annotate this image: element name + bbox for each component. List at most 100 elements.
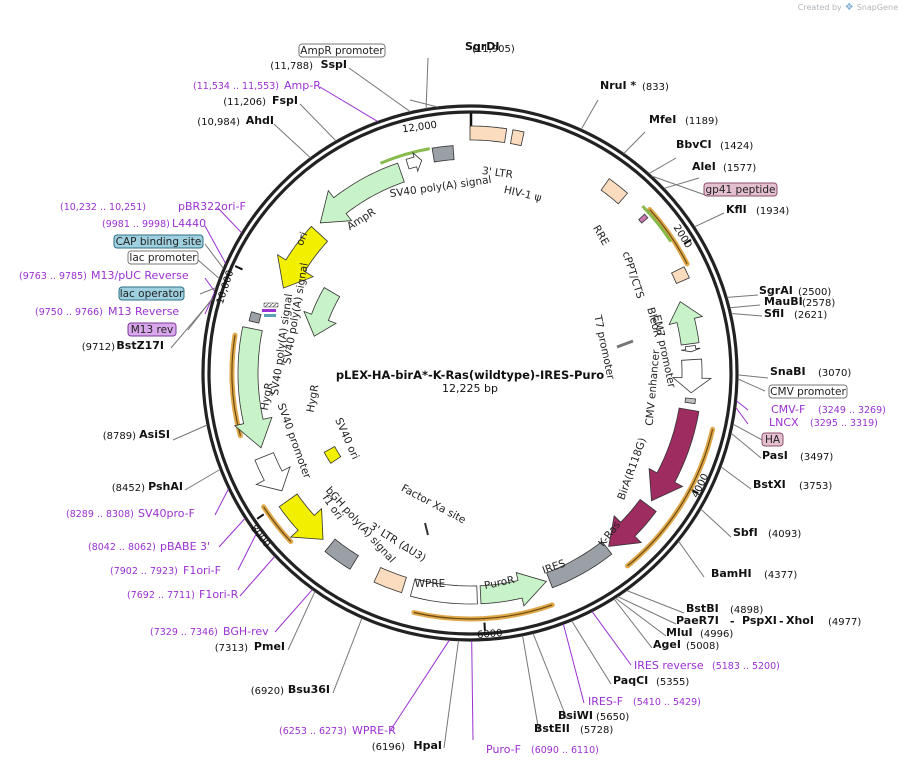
enzyme-leader-line (694, 212, 725, 228)
primer-sv40prof-label: SV40pro-F (138, 507, 195, 520)
t7-promoter-mark (616, 339, 634, 349)
enzyme-mfei-label: MfeI (649, 113, 676, 126)
enzyme-nrui-position: (833) (642, 82, 669, 93)
enzyme-paqci-position: (5355) (656, 677, 689, 688)
primer-cmvf-label: CMV-F (771, 403, 805, 416)
enzyme-sfii-label: SfiI (764, 307, 784, 320)
cmv-promoter-box (684, 397, 696, 405)
bira-arrow (648, 407, 700, 502)
feature-hiv1-label: HIV-1 ψ (503, 184, 543, 204)
primer-bghrev-label: BGH-rev (223, 625, 269, 638)
orange-region-core (627, 429, 714, 567)
bleor-arrow (668, 301, 704, 346)
cppt-box (670, 266, 690, 285)
boxed-gp41peptide-box (703, 182, 778, 197)
enzyme-mlui-label: MluI (666, 626, 693, 639)
cmv-enhancer-arrow (671, 358, 713, 394)
feature-leader-line (409, 99, 438, 108)
primer-wprer-label: WPRE-R (352, 724, 396, 737)
feature-3ltr-label: 3' LTR (481, 165, 513, 181)
tick-mark (234, 265, 243, 271)
snapgene-brand: Created by ❖ SnapGene (798, 2, 898, 13)
enzyme-bstz17i-position: (9712) (82, 342, 115, 353)
enzyme-pshai-position: (8452) (112, 483, 145, 494)
enzyme-maubi-label: MauBI (764, 295, 803, 308)
primer-leader-line (204, 292, 215, 315)
enzyme-snabi-position: (3070) (818, 368, 851, 379)
gp41-box (638, 213, 649, 224)
plasmid-name: pLEX-HA-birA*-K-Ras(wildtype)-IRES-Puro (336, 368, 604, 382)
enzyme-nrui-label: NruI * (600, 79, 636, 92)
factor-xa-mark (424, 522, 429, 536)
enzyme-sgrai-position: (2500) (798, 287, 831, 298)
primer-purof-label: Puro-F (486, 743, 521, 756)
separator-label: - (730, 615, 735, 628)
em7-arrow (681, 345, 701, 353)
enzyme-xhoi-label: XhoI (786, 614, 814, 627)
separator-label: - (779, 615, 784, 628)
ampr-promoter-arrow (405, 151, 423, 173)
primer-ampr-label: Amp-R (284, 79, 321, 92)
boxed-capbindingsite-box (113, 234, 204, 249)
enzyme-fspi-position: (11,206) (223, 97, 266, 108)
feature-hygr-label: HygR (259, 382, 276, 412)
sv40-promoter-arrow (254, 452, 291, 492)
primer-leader-line (217, 207, 242, 234)
enzyme-sgrdi-label: SgrDI (465, 40, 499, 53)
primer-m13pucreverse-position: (9763 .. 9785) (19, 271, 87, 282)
enzyme-leader-line (720, 466, 752, 490)
ltr-box (469, 125, 508, 144)
enzyme-pasi-label: PasI (762, 449, 788, 462)
feature-leader-line (737, 378, 766, 392)
boxed-lacoperator-box (118, 286, 185, 301)
primer-leader-line (218, 518, 246, 548)
primer-lncx-position: (3295 .. 3319) (810, 418, 878, 429)
enzyme-leader-line (615, 597, 667, 637)
enzyme-pshai-label: PshAI (148, 480, 183, 493)
feature-arrows (233, 125, 713, 607)
enzyme-leader-line (425, 57, 429, 109)
enzyme-leader-line (648, 157, 677, 175)
primer-leader-line (239, 556, 276, 597)
enzyme-leader-line (731, 313, 763, 317)
plasmid-size: 12,225 bp (442, 382, 498, 395)
feature-leader-line (187, 297, 214, 331)
primer-leader-line (237, 534, 257, 571)
enzyme-snabi-label: SnaBI (770, 365, 806, 378)
kras-arrow (608, 498, 657, 547)
enzyme-sfii-position: (2621) (794, 310, 827, 321)
primer-l4440-position: (9981 .. 9998) (102, 219, 170, 230)
enzyme-bsiwi-label: BsiWI (558, 709, 593, 722)
enzyme-bsu36i-position: (6920) (251, 686, 284, 697)
enzyme-fspi-label: FspI (272, 94, 298, 107)
boxed-m13rev-label: M13 rev (131, 324, 174, 336)
enzyme-bstbi-label: BstBI (686, 602, 719, 615)
primer-leader-line (319, 86, 378, 122)
enzyme-leader-line (617, 596, 677, 625)
primer-leader-line (735, 407, 749, 425)
enzyme-leader-line (730, 432, 762, 459)
enzyme-bstxi-position: (3753) (799, 481, 832, 492)
enzyme-alei-label: AleI (692, 160, 716, 173)
primer-lncx-label: LNCX (769, 416, 799, 429)
enzyme-leader-line (348, 67, 411, 113)
primer-purof-position: (6090 .. 6110) (531, 745, 599, 756)
sv40-ori-box (323, 445, 342, 464)
enzyme-leader-line (623, 131, 646, 154)
orange-region-core (413, 604, 553, 620)
enzyme-agei-position: (5008) (686, 641, 719, 652)
hygr-inner-arrow (303, 287, 341, 337)
enzyme-alei-position: (1577) (723, 163, 756, 174)
enzyme-leader-line (678, 541, 705, 578)
ires-box (546, 540, 613, 589)
primer-leader-line (389, 639, 450, 732)
primer-leader-line (471, 640, 474, 741)
primer-iresreverse-position: (5183 .. 5200) (712, 661, 780, 672)
primer-leader-line (214, 488, 229, 516)
feature-hygr-label: HygR (305, 384, 322, 414)
primer-leader-line (736, 400, 749, 411)
enzyme-sgrdi-position: (11,905) (472, 44, 515, 55)
tick-label: 6000 (477, 628, 503, 641)
enzyme-sbfi-position: (4093) (768, 529, 801, 540)
